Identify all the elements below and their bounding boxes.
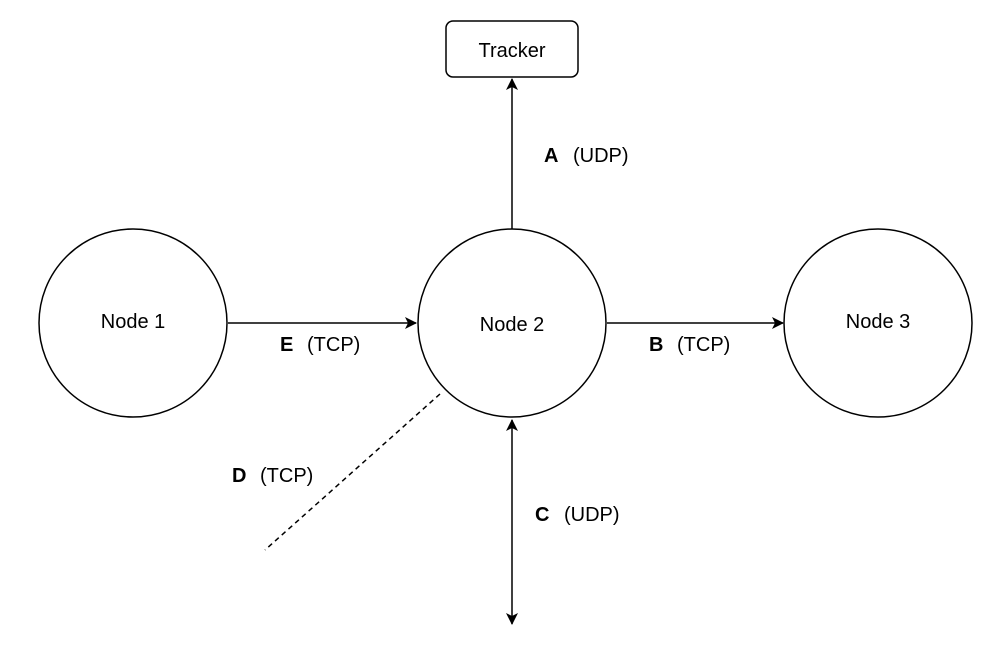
tracker-box: Tracker bbox=[445, 20, 579, 78]
node-1-shape bbox=[38, 228, 228, 418]
tracker-shape bbox=[445, 20, 579, 78]
edge-e-letter: E bbox=[280, 334, 293, 356]
edge-d-letter: D bbox=[232, 465, 246, 487]
node-1-label: Node 1 bbox=[101, 311, 166, 333]
node-2-label: Node 2 bbox=[480, 314, 545, 336]
edge-d-protocol: (TCP) bbox=[260, 465, 313, 487]
edge-a-protocol: (UDP) bbox=[573, 145, 629, 167]
node-3: Node 3 bbox=[783, 228, 973, 418]
edge-c-letter: C bbox=[535, 504, 549, 526]
edge-b-protocol: (TCP) bbox=[677, 334, 730, 356]
edge-a-letter: A bbox=[544, 145, 558, 167]
edge-d-line bbox=[264, 393, 441, 551]
node-3-shape bbox=[783, 228, 973, 418]
node-3-label: Node 3 bbox=[846, 311, 911, 333]
tracker-label: Tracker bbox=[478, 40, 545, 62]
edge-b-letter: B bbox=[649, 334, 663, 356]
edge-e-protocol: (TCP) bbox=[307, 334, 360, 356]
edge-c-protocol: (UDP) bbox=[564, 504, 620, 526]
node-1: Node 1 bbox=[38, 228, 228, 418]
node-2: Node 2 bbox=[417, 228, 607, 418]
